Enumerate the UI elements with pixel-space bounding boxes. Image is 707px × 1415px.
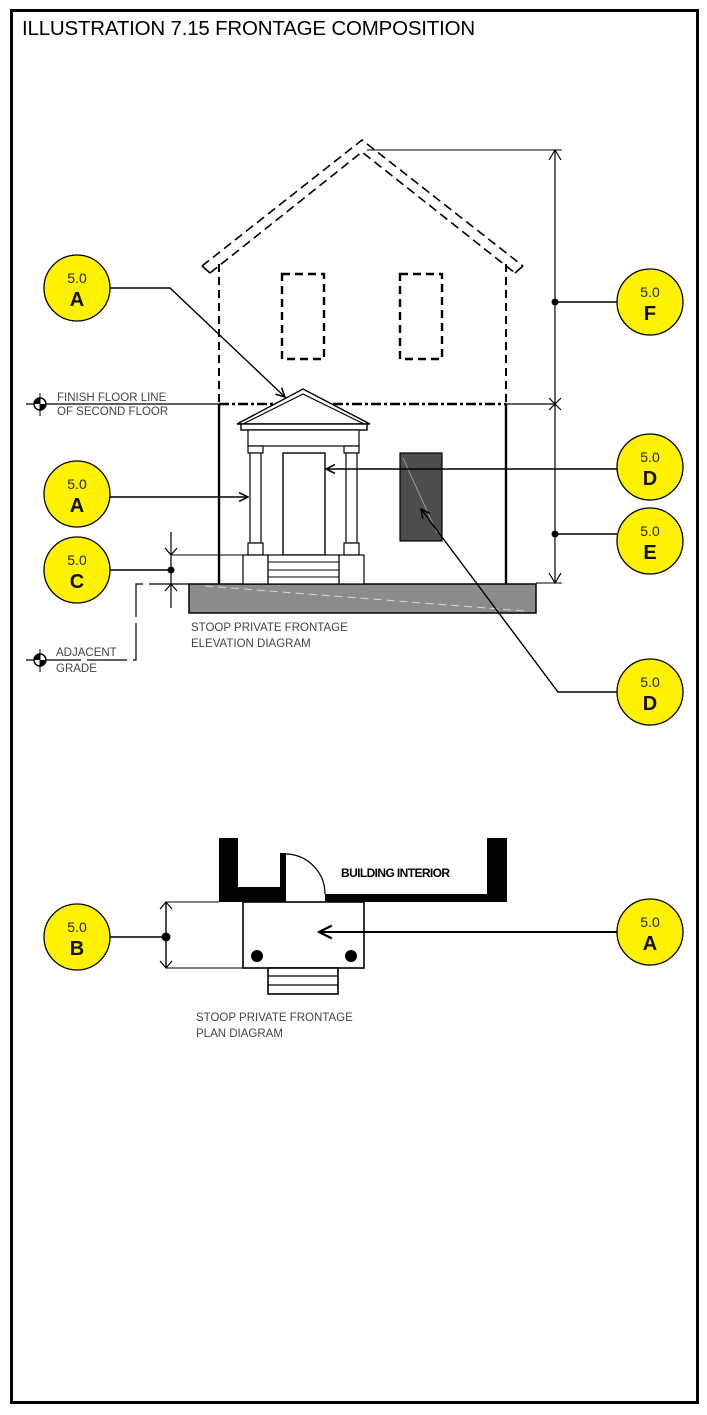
bubble-e: 5.0 E (616, 507, 684, 575)
bubble-number: 5.0 (67, 476, 87, 492)
stoop-pier-right (338, 554, 365, 585)
roof-outer (201, 138, 524, 267)
column-right-cap (343, 445, 360, 454)
bubble-letter: D (643, 468, 657, 490)
bubble-number: 5.0 (640, 674, 660, 690)
entry-door (282, 452, 326, 556)
pediment-inner (242, 393, 365, 425)
adjacent-grade-leader (26, 583, 189, 661)
bubble-letter: E (643, 542, 656, 564)
bubble-b: 5.0 B (43, 903, 111, 971)
bubble-f: 5.0 F (616, 268, 684, 336)
door-swing (285, 853, 326, 895)
bubble-d-bottom: 5.0 D (616, 658, 684, 726)
window-glint (402, 457, 438, 534)
leader-d-bottom (421, 509, 617, 693)
roof-end-right (514, 265, 524, 274)
steps-plan (267, 967, 339, 995)
plan-diagram: BUILDING INTERIOR STOOP PRIVATE FRONTAGE… (110, 838, 617, 1040)
illustration-frame (10, 9, 699, 1404)
c-arrow-top (164, 547, 178, 556)
bubble-letter: B (70, 938, 84, 960)
plan-caption-2: PLAN DIAGRAM (196, 1028, 283, 1040)
building-interior-label: BUILDING INTERIOR (341, 866, 450, 880)
dim-arrow-top (548, 148, 562, 161)
bubble-a-mid: 5.0 A (43, 460, 111, 528)
upper-window-left (280, 272, 326, 361)
datum-symbol-grade (33, 649, 47, 672)
datum-symbol-floor (33, 393, 47, 416)
b-arrow-top (159, 901, 173, 910)
bubble-letter: A (643, 933, 657, 955)
adjacent-grade-label-1: ADJACENT (56, 647, 117, 659)
frieze (247, 429, 360, 447)
illustration-title: ILLUSTRATION 7.15 FRONTAGE COMPOSITION (22, 17, 475, 40)
bubble-letter: C (70, 571, 84, 593)
column-left (249, 452, 262, 544)
upper-window-right (398, 272, 444, 361)
building-wall-plan (219, 838, 286, 902)
bubble-c: 5.0 C (43, 536, 111, 604)
bubble-letter: A (70, 289, 84, 311)
grade-slab-hatch (204, 585, 526, 612)
roof-end-left (201, 265, 211, 274)
finish-floor-label-1: FINISH FLOOR LINE (57, 392, 167, 404)
bubble-number: 5.0 (640, 284, 660, 300)
bubble-number: 5.0 (640, 523, 660, 539)
dim-arrow-bottom (548, 572, 562, 585)
column-left-cap (247, 445, 264, 454)
leader-a-top (110, 287, 285, 397)
building-wall-plan-right (325, 838, 507, 902)
adjacent-grade-label-2: GRADE (56, 663, 97, 675)
stoop-pier-left (242, 554, 269, 585)
roof-inner (209, 150, 516, 274)
column-left-base (247, 542, 264, 556)
bubble-a-top: 5.0 A (43, 254, 111, 322)
b-arrow-bottom (159, 960, 173, 969)
bubble-number: 5.0 (67, 552, 87, 568)
bubble-letter: F (644, 303, 656, 325)
finish-floor-label-2: OF SECOND FLOOR (57, 406, 168, 418)
bubble-a-plan: 5.0 A (616, 898, 684, 966)
elevation-caption-1: STOOP PRIVATE FRONTAGE (191, 622, 348, 634)
bubble-letter: A (70, 495, 84, 517)
bubble-number: 5.0 (67, 919, 87, 935)
bubble-letter: D (643, 693, 657, 715)
column-plan-left (251, 950, 263, 962)
bubble-number: 5.0 (640, 914, 660, 930)
elevation-diagram: FINISH FLOOR LINE OF SECOND FLOOR ADJACE… (26, 138, 617, 693)
column-right (345, 452, 358, 544)
elevation-caption-2: ELEVATION DIAGRAM (191, 638, 311, 650)
stoop-plan (242, 901, 365, 969)
column-right-base (343, 542, 360, 556)
dim-tick-floor (548, 397, 562, 411)
entablature (240, 423, 368, 431)
bubble-d-top: 5.0 D (616, 433, 684, 501)
bubble-number: 5.0 (67, 270, 87, 286)
plan-caption-1: STOOP PRIVATE FRONTAGE (196, 1012, 353, 1024)
bubble-number: 5.0 (640, 449, 660, 465)
column-plan-right (345, 950, 357, 962)
